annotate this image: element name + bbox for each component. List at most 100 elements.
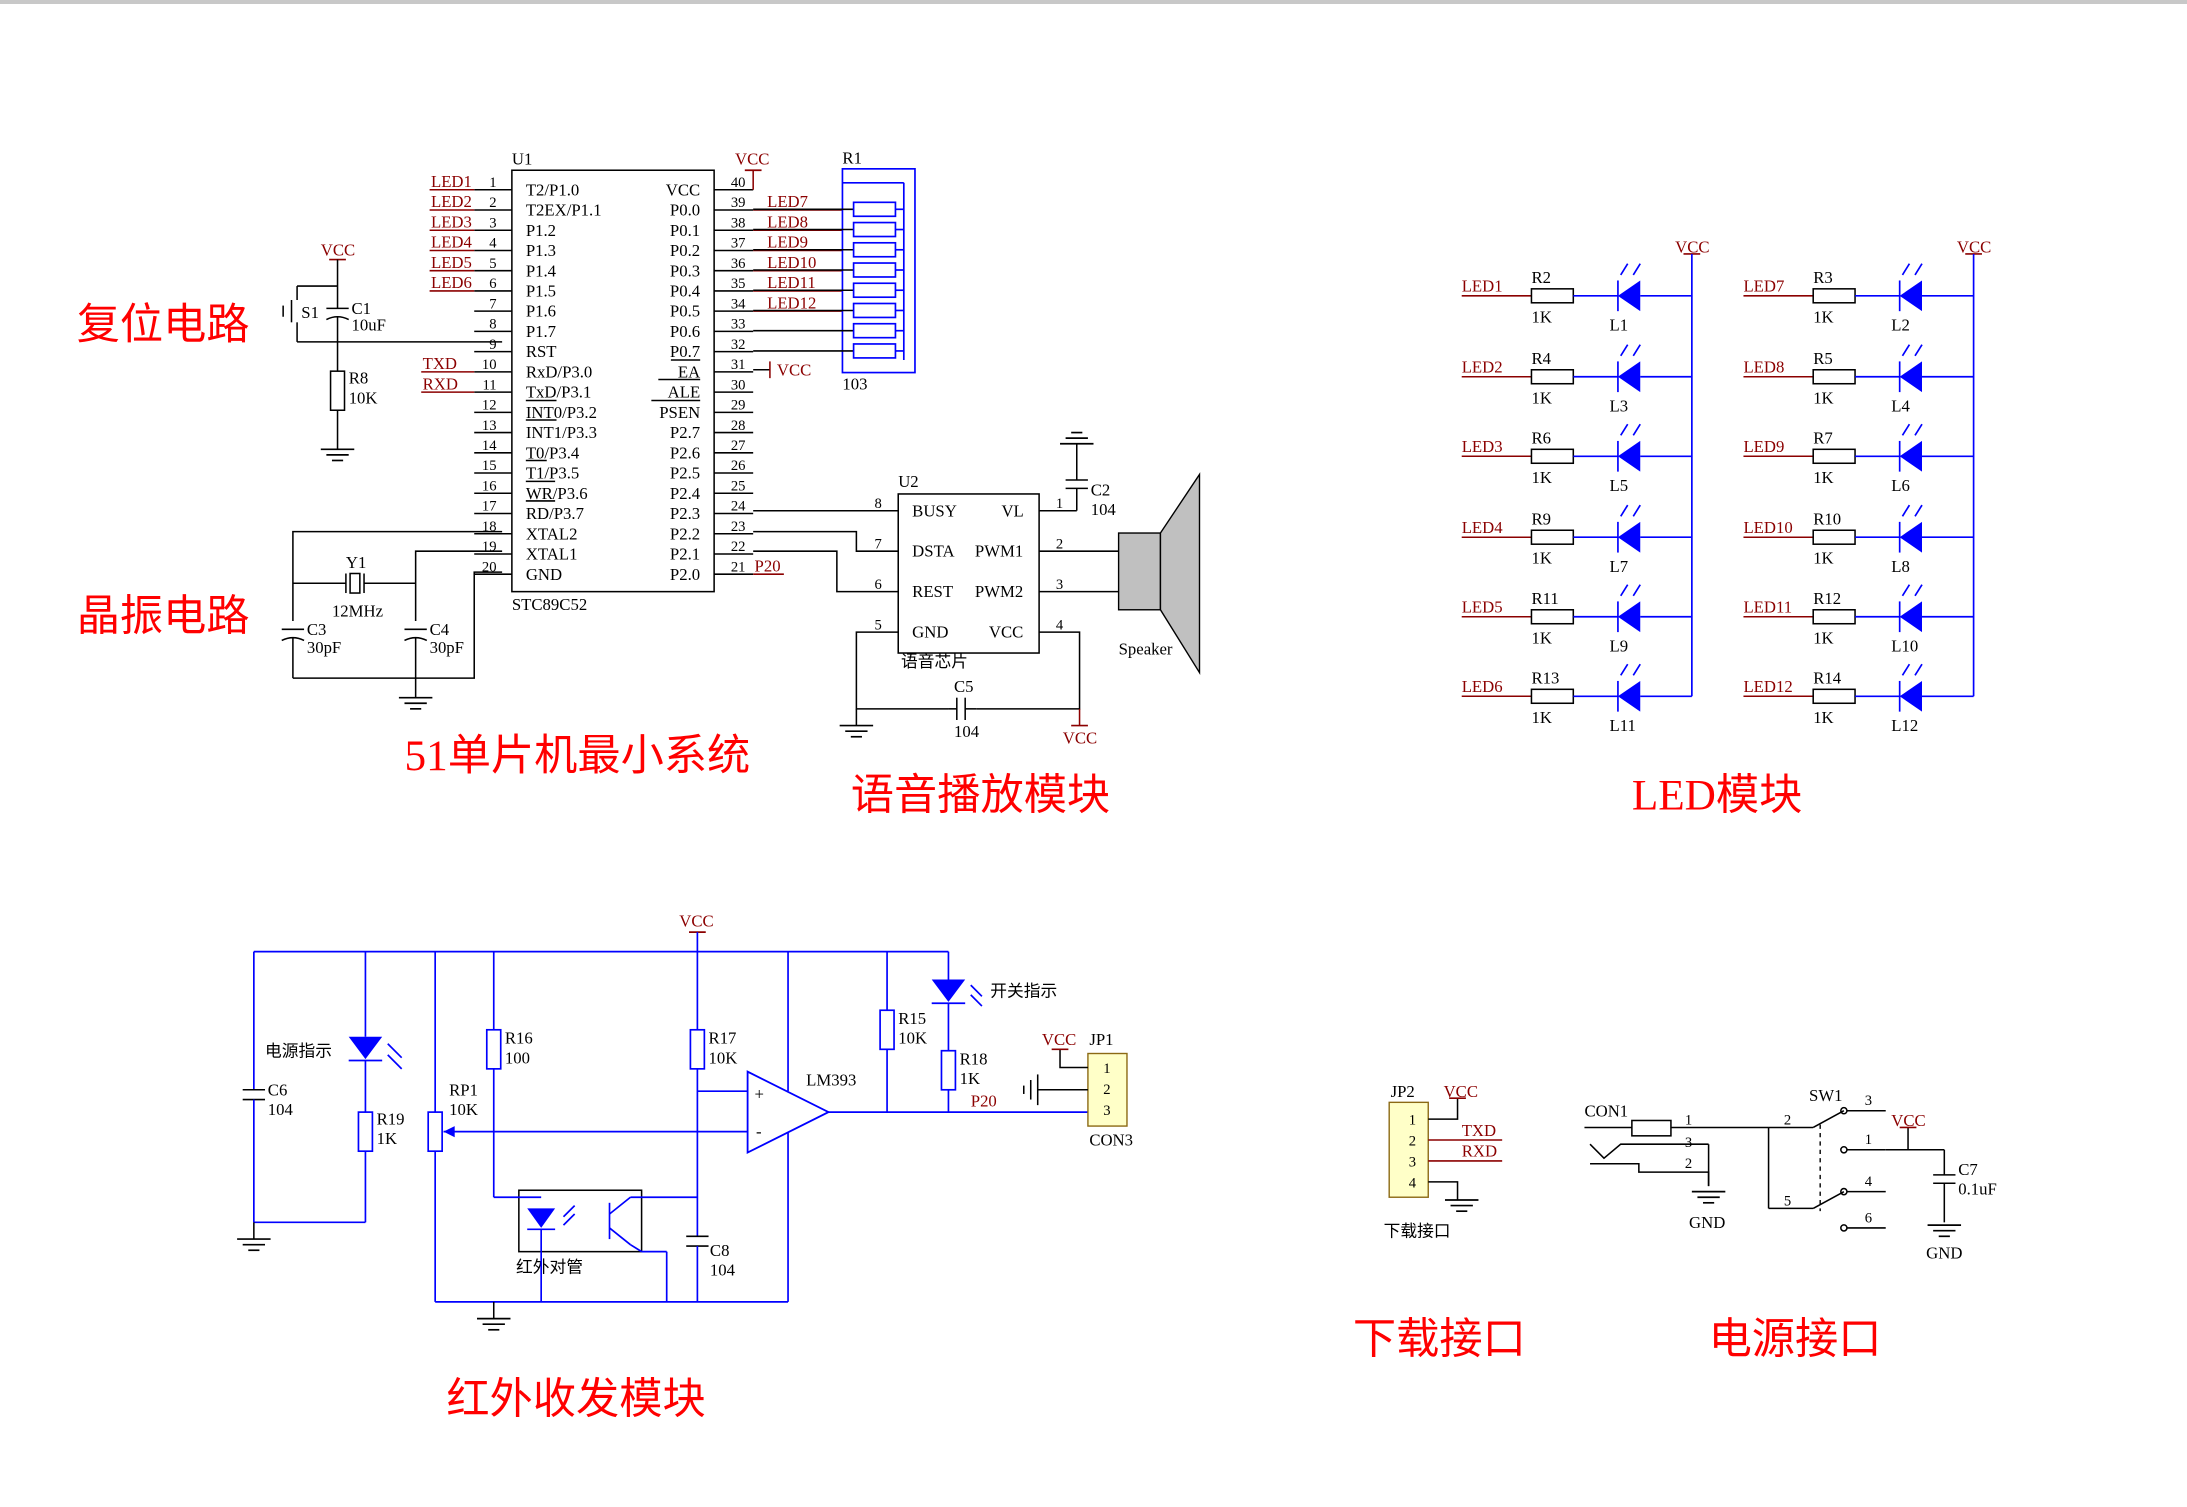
c3-value: 30pF (307, 638, 341, 657)
switch-led-ray-2 (970, 994, 983, 1007)
mcu-pin-number: 21 (731, 559, 746, 575)
power-led-label: 电源指示 (265, 1041, 332, 1060)
jp1-vcc-label: VCC (1042, 1030, 1076, 1049)
jp2-txd-label: TXD (1462, 1121, 1496, 1140)
mcu-pin-name: P0.2 (670, 241, 700, 260)
mcu-net-label: TXD (423, 354, 457, 373)
mcu-pin-name: P0.3 (670, 261, 700, 280)
led-ray-2 (1632, 504, 1641, 517)
ir-led-icon (527, 1208, 556, 1228)
window-top-border (0, 0, 2187, 4)
led-ray-1 (1901, 423, 1911, 436)
led-ray-1 (1901, 344, 1911, 357)
r8-ref: R8 (349, 369, 369, 388)
led-resistor-value: 1K (1813, 468, 1833, 487)
jp2-vcc-label: VCC (1444, 1082, 1478, 1101)
mcu-net-label: LED11 (767, 273, 816, 292)
section-title-reset: 复位电路 (77, 301, 250, 349)
sw1-pin5: 5 (1784, 1194, 1791, 1210)
u2-pin3-num: 3 (1056, 577, 1063, 593)
led-ref: L5 (1610, 476, 1629, 495)
mcu-pin-number: 16 (482, 478, 497, 494)
mcu-pin-name: T2/P1.0 (526, 180, 579, 199)
switch-led-icon (931, 979, 966, 1002)
voice-ground-icon (838, 724, 874, 738)
power-port: CON1 1 3 2 GND SW1 2 5 3 1 4 6 V (1584, 1086, 1997, 1263)
mcu-net-label: LED2 (431, 192, 472, 211)
ir-pair-body (518, 1189, 643, 1253)
c4-value: 30pF (430, 638, 464, 657)
led-resistor (1530, 529, 1575, 545)
ir-led-ray-1 (562, 1205, 576, 1218)
section-title-crystal: 晶振电路 (77, 593, 250, 641)
r19-ref: R19 (377, 1110, 405, 1129)
mcu-pin-name: INT0/P3.2 (526, 403, 597, 422)
mcu-pin-number: 19 (482, 539, 497, 555)
con1-pin2: 2 (1685, 1156, 1692, 1172)
mcu-pin-name: TxD/P3.1 (526, 383, 592, 402)
mcu-pin-number: 33 (731, 317, 746, 333)
con1-pin-body (1631, 1119, 1672, 1137)
u2-pin1-num: 1 (1056, 496, 1063, 512)
r18-body (940, 1049, 957, 1091)
switch-led-ray-1 (970, 984, 983, 997)
jp1-part: CON3 (1089, 1131, 1133, 1150)
ir-led-ray-2 (562, 1213, 576, 1226)
c8-ref: C8 (710, 1241, 730, 1260)
led-net-label: LED7 (1743, 277, 1784, 296)
c6-ref: C6 (268, 1080, 288, 1099)
mcu-pin-name: EA (678, 362, 700, 381)
con1-ref: CON1 (1584, 1101, 1628, 1120)
c3-ref: C3 (307, 620, 327, 639)
c7-value: 0.1uF (1958, 1179, 1997, 1198)
led-net-label: LED11 (1743, 598, 1792, 617)
section-title-mcu: 51单片机最小系统 (404, 732, 750, 780)
c1-value: 10uF (351, 316, 385, 335)
led-diode-icon (1617, 280, 1641, 312)
jp1-vcc-wire (1059, 1049, 1088, 1069)
mcu-pin-number: 20 (482, 559, 497, 575)
jp2-label: 下载接口 (1384, 1221, 1451, 1240)
led-resistor-ref: R12 (1813, 589, 1841, 608)
u2-pin6-num: 6 (875, 577, 882, 593)
u2-pin-rest: REST (912, 582, 953, 601)
led-ray-1 (1620, 663, 1629, 676)
led-diode-icon (1899, 521, 1922, 553)
jp2-ref: JP2 (1391, 1082, 1415, 1101)
con1-ground-icon (1691, 1190, 1727, 1204)
c4-ref: C4 (430, 620, 450, 639)
xtal1-wire (414, 550, 503, 621)
led-resistor (1812, 369, 1856, 385)
led-ref: L10 (1891, 637, 1918, 656)
reset-vcc-label: VCC (321, 240, 355, 259)
led-ref: L9 (1610, 637, 1629, 656)
u2-pin-gnd: GND (912, 623, 948, 642)
led-ray-1 (1901, 504, 1911, 517)
mcu-pin-name: P1.6 (526, 302, 556, 321)
r15-body (879, 1009, 895, 1051)
dsta-wire (753, 530, 899, 552)
led-ref: L8 (1891, 557, 1910, 576)
reset-ground-icon (319, 448, 356, 462)
mcu-net-label: LED6 (431, 273, 472, 292)
mcu-pin-number: 27 (731, 438, 746, 454)
mcu-pin-name: RST (526, 342, 557, 361)
jp1-pin3: 3 (1103, 1103, 1110, 1119)
mcu-pin-name: WR/P3.6 (526, 484, 588, 503)
rp1-body (427, 1111, 443, 1153)
led-ray-2 (1632, 344, 1641, 357)
r1-resistor (852, 201, 897, 218)
c2-ground-icon (1059, 431, 1095, 445)
led-resistor (1530, 609, 1575, 625)
mcu-pin-number: 24 (731, 499, 746, 515)
led-ray-1 (1620, 504, 1629, 517)
ir-transistor-emitter (608, 1227, 631, 1246)
jp1-pin2: 2 (1103, 1082, 1110, 1098)
mcu-pin-number: 18 (482, 519, 497, 535)
led-diode-icon (1899, 601, 1922, 633)
ir-pair-label: 红外对管 (516, 1258, 583, 1277)
led-resistor (1812, 448, 1856, 465)
u2-pin-vl: VL (1001, 501, 1023, 520)
